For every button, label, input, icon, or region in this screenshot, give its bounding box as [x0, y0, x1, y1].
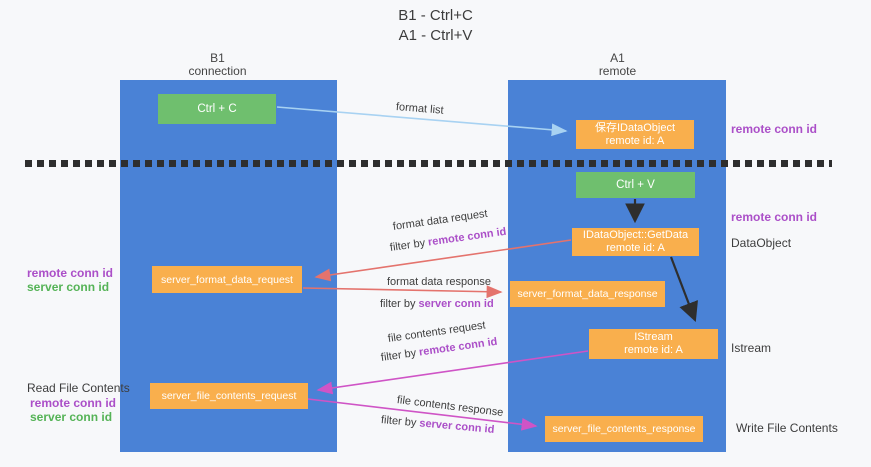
left-server-conn-id-1-label: server conn id	[27, 280, 110, 294]
server-file-contents-response-box: server_file_contents_response	[545, 416, 703, 442]
server-file-contents-request-box: server_file_contents_request	[150, 383, 308, 409]
copy-paste-separator-dashed-line	[25, 160, 832, 167]
file-contents-response-filter-label: filter by server conn id	[380, 414, 494, 436]
column-header-b1: B1 connection	[160, 52, 275, 78]
idataobject-getdata-line2: remote id: A	[606, 242, 665, 254]
save-idataobject-line1: 保存IDataObject	[594, 121, 676, 134]
server-format-data-response-box: server_format_data_response	[510, 281, 665, 307]
ctrl-c-label: Ctrl + C	[197, 103, 237, 115]
left-remote-conn-id-1-label: remote conn id	[27, 266, 114, 280]
istream-side-label: Istream	[731, 341, 772, 355]
server-file-contents-request-label: server_file_contents_request	[161, 390, 297, 402]
left-server-conn-id-2-label: server conn id	[30, 410, 113, 424]
save-idataobject-box: 保存IDataObject remote id: A	[576, 120, 694, 149]
server-format-data-request-label: server_format_data_request	[161, 273, 293, 286]
remote-conn-id-text: remote conn id	[418, 335, 499, 359]
dataobject-label: DataObject	[731, 236, 792, 250]
column-a1-name: A1	[610, 51, 625, 65]
read-file-contents-label: Read File Contents	[27, 381, 130, 395]
istream-line1: IStream	[634, 331, 673, 343]
filter-by-text: filter by	[380, 414, 420, 430]
diagram-title: B1 - Ctrl+C A1 - Ctrl+V	[0, 6, 871, 46]
file-contents-response-label: file contents response	[396, 394, 504, 419]
server-conn-id-text: server conn id	[418, 298, 494, 310]
column-a1-subtitle: remote	[598, 64, 637, 78]
right-remote-conn-id-top-label: remote conn id	[731, 122, 818, 136]
right-remote-conn-id-mid-label: remote conn id	[731, 210, 818, 224]
filter-by-text: filter by	[380, 298, 419, 310]
server-format-data-request-box: server_format_data_request	[152, 266, 302, 293]
idataobject-getdata-box: IDataObject::GetData remote id: A	[572, 228, 699, 256]
left-remote-conn-id-2-label: remote conn id	[30, 396, 117, 410]
column-b1-subtitle: connection	[188, 64, 247, 78]
format-list-label: format list	[395, 101, 445, 117]
server-file-contents-response-label: server_file_contents_response	[552, 423, 696, 435]
title-line-1: B1 - Ctrl+C	[398, 7, 473, 24]
title-line-2: A1 - Ctrl+V	[398, 27, 473, 44]
istream-box: IStream remote id: A	[589, 329, 718, 359]
save-idataobject-line2: remote id: A	[605, 134, 665, 147]
column-header-a1: A1 remote	[560, 52, 675, 78]
remote-conn-id-text: remote conn id	[427, 225, 508, 249]
ctrl-c-box: Ctrl + C	[158, 94, 276, 124]
ctrl-v-label: Ctrl + V	[616, 179, 655, 191]
write-file-contents-label: Write File Contents	[736, 421, 838, 435]
column-b1-name: B1	[210, 51, 225, 65]
server-format-data-response-label: server_format_data_response	[517, 288, 658, 300]
idataobject-getdata-line1: IDataObject::GetData	[582, 229, 689, 241]
format-data-response-label: format data response	[387, 276, 491, 288]
ctrl-v-box: Ctrl + V	[576, 172, 695, 198]
filter-by-text: filter by	[389, 236, 429, 254]
filter-by-text: filter by	[380, 346, 420, 364]
server-conn-id-text: server conn id	[418, 417, 495, 436]
istream-line2: remote id: A	[624, 344, 683, 356]
format-data-response-filter-label: filter by server conn id	[380, 298, 494, 310]
